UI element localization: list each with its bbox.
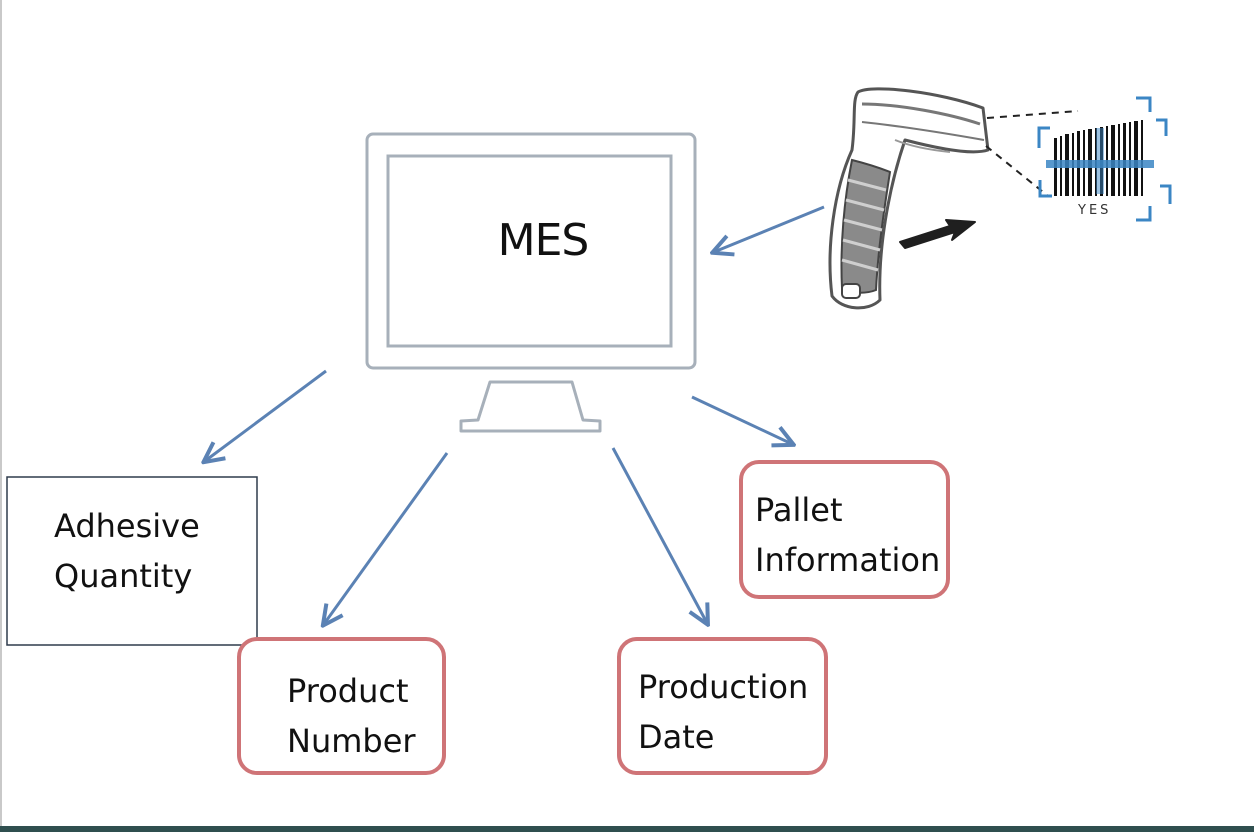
slide-edge-rule <box>0 0 2 826</box>
arrow-to-product-number <box>324 452 449 624</box>
product-number-box <box>237 637 446 775</box>
arrow-to-adhesive-quantity <box>205 369 327 461</box>
mes-label: MES <box>497 215 590 266</box>
barcode-scanner-icon <box>828 87 990 310</box>
arrow-to-pallet-information <box>691 395 792 444</box>
product-number-label: Product Number <box>287 672 416 760</box>
barcode-text: YES <box>1078 203 1112 218</box>
mes-monitor-icon <box>365 132 697 433</box>
scan-beam-upper <box>986 110 1079 119</box>
production-date-label: Production Date <box>638 668 809 756</box>
production-date-box <box>617 637 828 775</box>
arrow-scanner-to-mes <box>714 205 825 252</box>
pallet-information-box <box>739 460 950 599</box>
scan-direction-arrow-icon <box>899 219 976 249</box>
slide-footer-bar <box>0 826 1254 832</box>
barcode-icon <box>1037 96 1172 222</box>
scan-beam-lower <box>985 145 1049 197</box>
pallet-information-label: Pallet Information <box>755 491 941 579</box>
adhesive-quantity-label: Adhesive Quantity <box>54 507 200 595</box>
arrow-to-production-date <box>611 447 707 623</box>
adhesive-quantity-box <box>6 476 258 646</box>
